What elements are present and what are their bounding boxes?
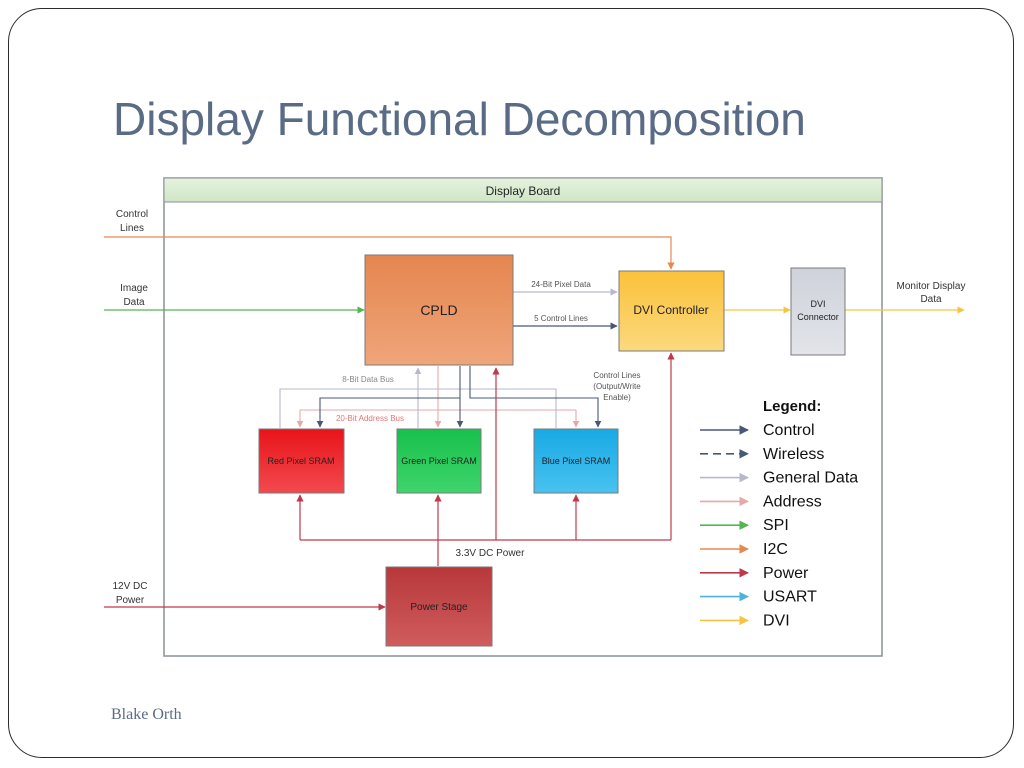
control-oe-label-1: Control Lines [593, 371, 640, 380]
block-dvi-controller: DVI Controller [618, 270, 725, 352]
legend-label-spi: SPI [763, 517, 789, 534]
power-stage-label: Power Stage [410, 602, 468, 613]
control-lines-label-1: Control [116, 209, 148, 220]
block-cpld: CPLD [364, 254, 514, 366]
display-board: Display Board [163, 177, 883, 657]
slide-title: Display Functional Decomposition [113, 93, 806, 145]
legend-label-dvi: DVI [763, 612, 790, 629]
block-dvi-connector: DVI Connector [790, 267, 846, 356]
legend-label-power: Power [763, 565, 809, 582]
pixel-data-label: 24-Bit Pixel Data [531, 280, 591, 289]
legend-label-address: Address [763, 493, 822, 510]
control-lines-arrow [104, 236, 675, 270]
red-sram-label: Red Pixel SRAM [267, 456, 334, 466]
control-blue-arrow [469, 366, 602, 428]
legend-label-wireless: Wireless [763, 446, 824, 463]
monitor-display-label-1: Monitor Display [897, 281, 966, 292]
dvi-controller-label: DVI Controller [633, 303, 708, 317]
legend-label-usart: USART [763, 589, 817, 606]
legend-label-general-data: General Data [763, 470, 858, 487]
legend-title: Legend: [763, 398, 821, 415]
monitor-display-label-2: Data [920, 294, 942, 305]
dvi-connector-label-1: DVI [810, 299, 825, 309]
block-red-sram: Red Pixel SRAM [258, 428, 345, 494]
control-5-label: 5 Control Lines [534, 314, 588, 323]
green-sram-label: Green Pixel SRAM [401, 456, 477, 466]
block-power-stage: Power Stage [385, 566, 493, 647]
data-bus-label: 8-Bit Data Bus [342, 375, 394, 384]
blue-sram-label: Blue Pixel SRAM [542, 456, 611, 466]
control-red-arrow [316, 366, 461, 428]
power-12v-label-1: 12V DC [112, 581, 147, 592]
block-blue-sram: Blue Pixel SRAM [533, 428, 619, 494]
board-title: Display Board [486, 184, 561, 198]
power-33-label: 3.3V DC Power [456, 548, 526, 559]
internal-connections: 24-Bit Pixel Data 5 Control Lines 8-Bit … [279, 280, 791, 566]
image-data-label-1: Image [120, 283, 148, 294]
control-lines-label-2: Lines [120, 223, 144, 234]
external-connections: Control Lines Image Data 12V DC Power Mo… [104, 209, 966, 611]
slide-footer: Blake Orth [111, 706, 182, 723]
control-oe-label-2: (Output/Write [593, 382, 641, 391]
control-oe-label-3: Enable) [603, 393, 631, 402]
power-12v-label-2: Power [116, 595, 145, 606]
block-green-sram: Green Pixel SRAM [396, 428, 482, 494]
legend-label-i2c: I2C [763, 541, 788, 558]
dvi-connector-label-2: Connector [797, 312, 839, 322]
address-bus-label: 20-Bit Address Bus [336, 414, 404, 423]
slide-frame [8, 8, 1014, 758]
image-data-label-2: Data [123, 297, 145, 308]
legend-label-control: Control [763, 422, 815, 439]
cpld-label: CPLD [420, 302, 457, 318]
